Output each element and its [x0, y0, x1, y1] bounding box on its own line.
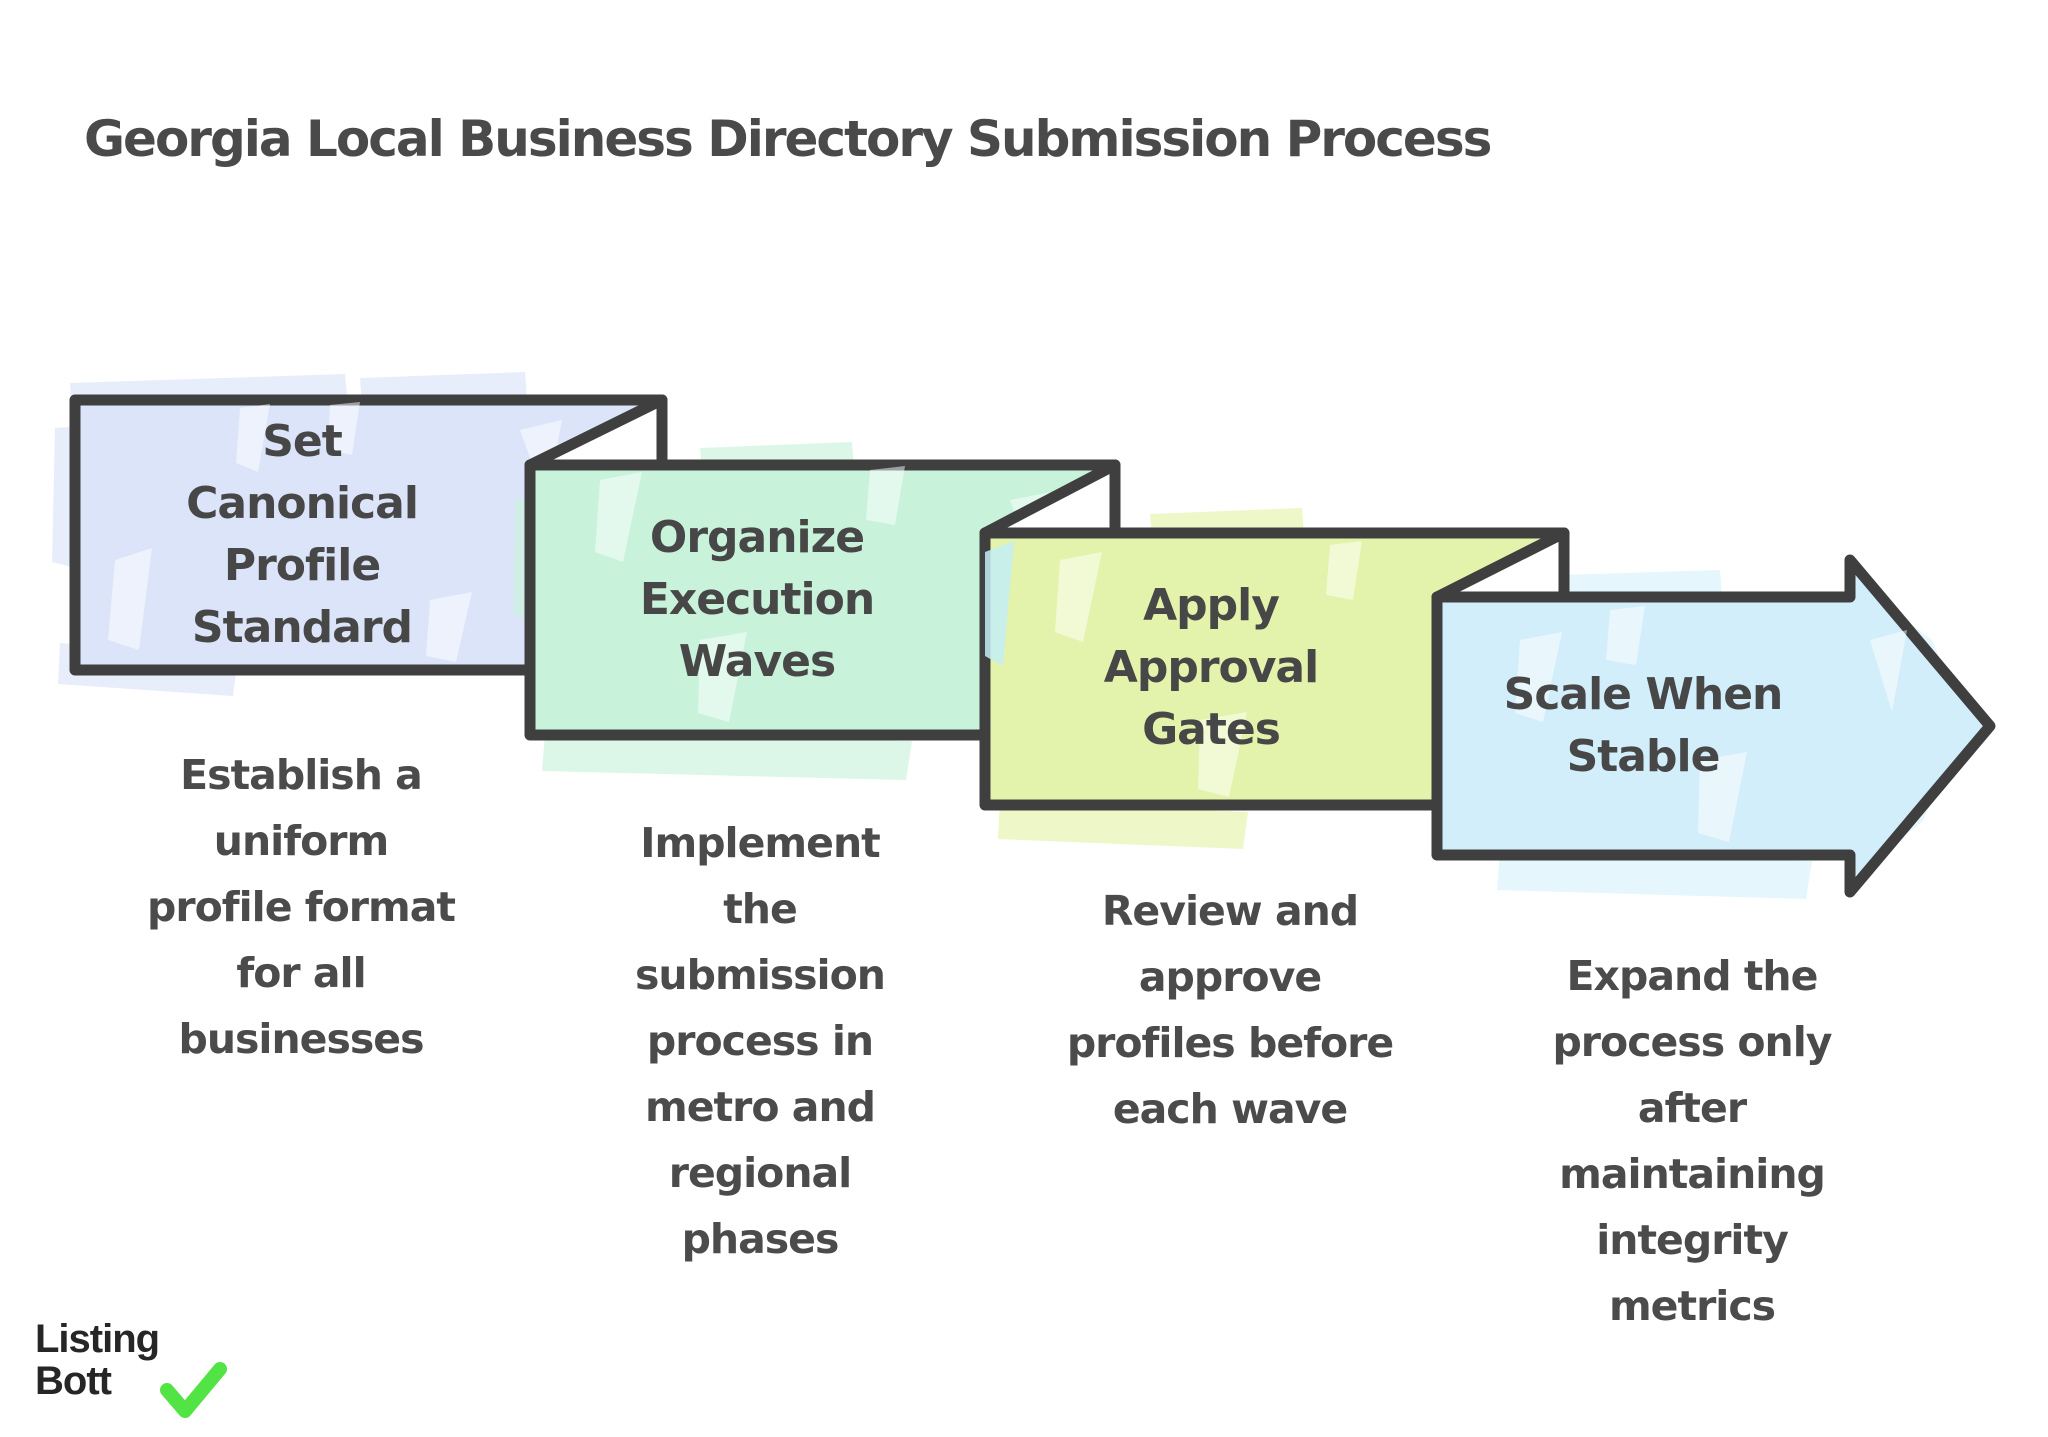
step-4-arrow — [1431, 554, 1996, 899]
step-4-description: Expand the process only after maintainin… — [1552, 952, 1832, 1330]
step-1-label: Set Canonical Profile Standard — [186, 416, 419, 653]
step-4-label: Scale When Stable — [1503, 669, 1784, 782]
marker-accent-patch — [985, 541, 1014, 666]
logo-line-1: Listing — [35, 1317, 160, 1361]
step-3-description: Review and approve profiles before each … — [1066, 887, 1394, 1133]
step-2-description: Implement the submission process in metr… — [635, 819, 886, 1263]
step-4-shape — [1431, 554, 1996, 898]
logo-checkmark-icon — [160, 1362, 227, 1418]
marker-texture — [595, 466, 1052, 722]
step-3-label: Apply Approval Gates — [1103, 580, 1319, 755]
step-2-label: Organize Execution Waves — [639, 512, 875, 687]
page-title: Georgia Local Business Directory Submiss… — [84, 110, 1492, 168]
marker-bleed — [998, 508, 1304, 849]
marker-texture — [108, 402, 562, 662]
fold-1 — [524, 394, 668, 471]
step-2-banner — [513, 442, 1121, 780]
fold-2 — [979, 459, 1121, 539]
marker-texture — [1515, 606, 1907, 842]
marker-bleed — [513, 442, 912, 780]
step-1-description: Establish a uniform profile format for a… — [147, 751, 456, 1063]
fold-3 — [1431, 527, 1570, 603]
listingbott-logo: Listing Bott — [35, 1317, 160, 1403]
logo-line-2: Bott — [35, 1359, 112, 1403]
